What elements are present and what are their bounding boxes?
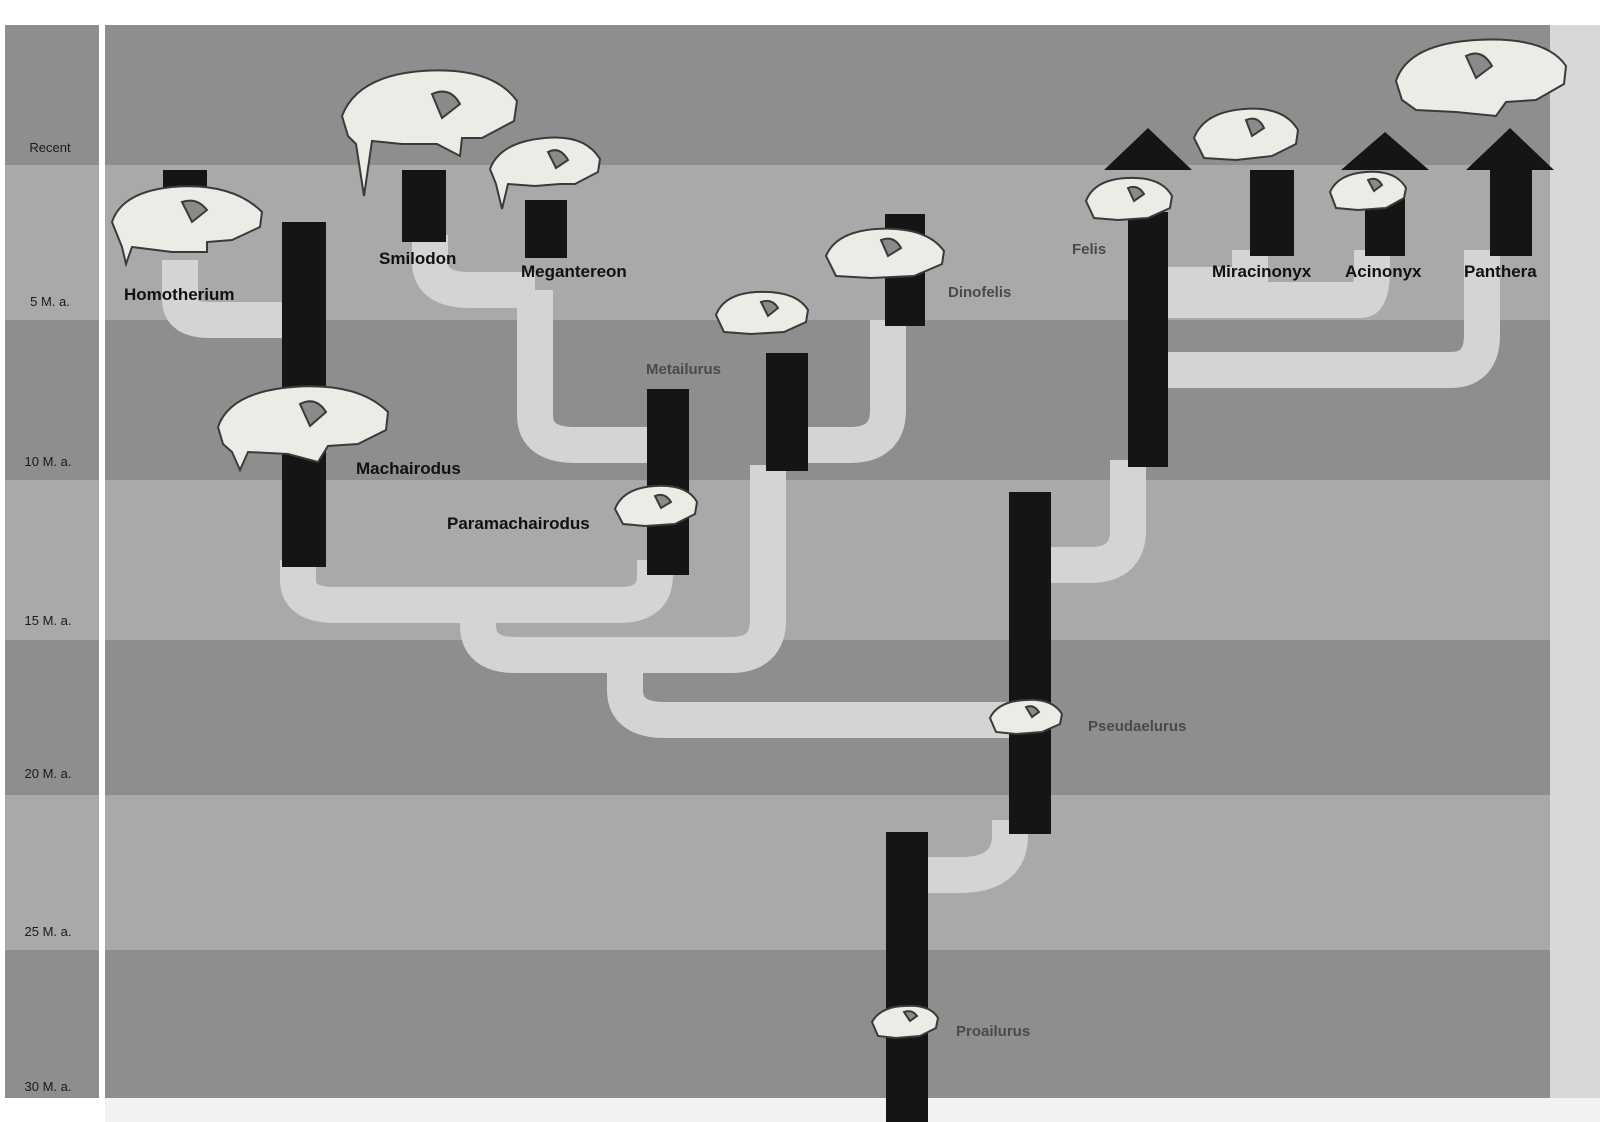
- miracinonyx-skull-icon: [1192, 107, 1300, 162]
- axis-divider: [99, 25, 105, 1100]
- bar-metailurus: [766, 353, 808, 471]
- panthera-skull-icon: [1394, 38, 1568, 118]
- branch-dinofelis: [788, 320, 906, 463]
- arrow-acinonyx-icon: [1341, 132, 1429, 170]
- arrow-felis-icon: [1104, 128, 1192, 170]
- label-acinonyx: Acinonyx: [1345, 262, 1422, 281]
- time-tick-30: 30 M. a.: [25, 1079, 72, 1094]
- acinonyx-skull-icon: [1328, 170, 1408, 212]
- label-metailurus: Metailurus: [646, 361, 721, 378]
- branch-felis: [1010, 460, 1146, 583]
- branch-miracinonyx: [1128, 250, 1268, 303]
- branch-proailurus: [905, 817, 1028, 893]
- time-tick-5: 5 M. a.: [30, 294, 70, 309]
- label-smilodon: Smilodon: [379, 249, 456, 268]
- branch-connectors: [162, 235, 1500, 893]
- smilodon-skull-icon: [340, 69, 519, 197]
- metailurus-skull-icon: [714, 290, 810, 336]
- bar-pseudaelurus: [1009, 492, 1051, 834]
- branch-megantereon: [517, 290, 650, 463]
- label-megantereon: Megantereon: [521, 262, 627, 281]
- proailurus-skull-icon: [870, 1004, 940, 1040]
- label-homotherium: Homotherium: [124, 285, 235, 304]
- arrow-panthera-icon: [1466, 128, 1554, 170]
- time-tick-15: 15 M. a.: [25, 613, 72, 628]
- label-machairodus: Machairodus: [356, 459, 461, 478]
- time-column: [5, 25, 99, 1098]
- living-lineage-arrows: [1104, 128, 1554, 170]
- bar-megantereon: [525, 200, 567, 258]
- time-axis-labels: Recent 5 M. a. 10 M. a. 15 M. a. 20 M. a…: [25, 140, 72, 1094]
- label-miracinonyx: Miracinonyx: [1212, 262, 1312, 281]
- branch-panthera: [1128, 250, 1500, 388]
- time-tick-recent: Recent: [29, 140, 71, 155]
- time-tick-20: 20 M. a.: [25, 766, 72, 781]
- dinofelis-skull-icon: [824, 227, 946, 280]
- bar-panthera: [1490, 170, 1532, 256]
- homotherium-skull-icon: [110, 185, 264, 268]
- label-paramachairodus: Paramachairodus: [447, 514, 590, 533]
- time-tick-10: 10 M. a.: [25, 454, 72, 469]
- skull-illustrations: [110, 38, 1568, 1040]
- bar-paramachairodus: [647, 389, 689, 575]
- megantereon-skull-icon: [488, 136, 602, 210]
- label-felis: Felis: [1072, 241, 1106, 258]
- label-proailurus: Proailurus: [956, 1023, 1030, 1040]
- label-pseudaelurus: Pseudaelurus: [1088, 718, 1186, 735]
- branch-smilodon: [412, 235, 535, 308]
- bar-homotherium: [163, 170, 207, 190]
- bar-smilodon: [402, 170, 446, 242]
- time-tick-25: 25 M. a.: [25, 924, 72, 939]
- bar-felis: [1128, 212, 1168, 467]
- pseudaelurus-skull-icon: [988, 698, 1064, 736]
- taxon-labels: Homotherium Smilodon Megantereon Machair…: [124, 241, 1537, 1040]
- label-panthera: Panthera: [1464, 262, 1537, 281]
- paramachairodus-skull-icon: [613, 484, 699, 528]
- branch-pseudaelurus-stem: [607, 655, 1010, 738]
- branch-machairodontinae: [460, 465, 786, 673]
- branch-homotherium: [162, 260, 290, 338]
- machairodus-skull-icon: [216, 385, 390, 473]
- felis-skull-icon: [1084, 176, 1174, 222]
- bar-miracinonyx: [1250, 170, 1294, 256]
- bar-proailurus: [886, 832, 928, 1122]
- branch-acinonyx: [1128, 250, 1390, 318]
- label-dinofelis: Dinofelis: [948, 284, 1011, 301]
